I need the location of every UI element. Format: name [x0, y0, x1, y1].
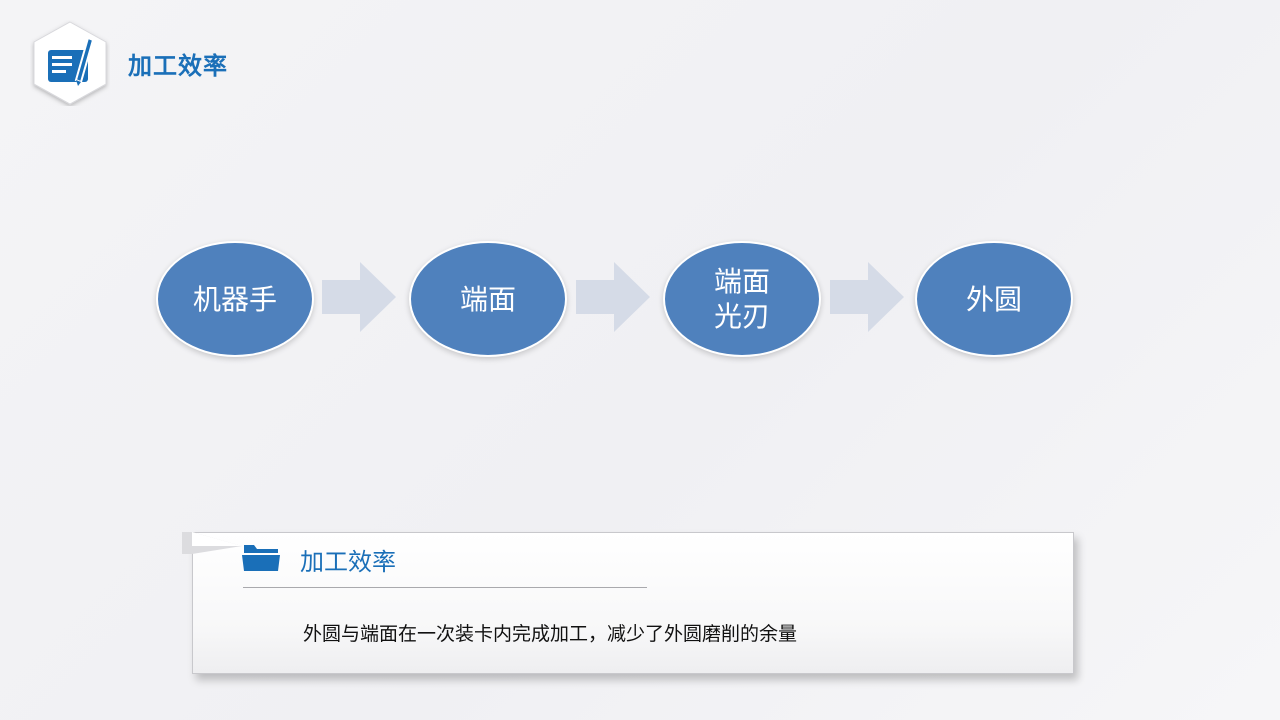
page-title: 加工效率: [128, 52, 228, 80]
right-arrow-icon: [830, 262, 904, 332]
right-arrow-icon: [576, 262, 650, 332]
flow-node-label: 机器手: [192, 282, 277, 316]
flow-node: 外圆: [915, 241, 1073, 357]
card-tab: [182, 532, 242, 554]
header-badge: [30, 20, 110, 106]
divider: [243, 587, 647, 588]
flow-node-label: 光刃: [713, 300, 770, 333]
flow-node-label: 端面: [713, 265, 770, 298]
folder-icon: [242, 545, 280, 571]
flow-node: 端面 光刃: [663, 241, 821, 357]
pen-document-icon: [33, 21, 107, 105]
card-title: 加工效率: [300, 548, 396, 576]
flow-node-label: 外圆: [965, 282, 1022, 316]
right-arrow-icon: [322, 262, 396, 332]
card-text: 外圆与端面在一次装卡内完成加工，减少了外圆磨削的余量: [303, 623, 798, 645]
flow-node-label: 端面: [459, 282, 516, 316]
flow-node: 机器手: [156, 241, 314, 357]
flow-node: 端面: [409, 241, 567, 357]
note-card: [192, 532, 1074, 674]
